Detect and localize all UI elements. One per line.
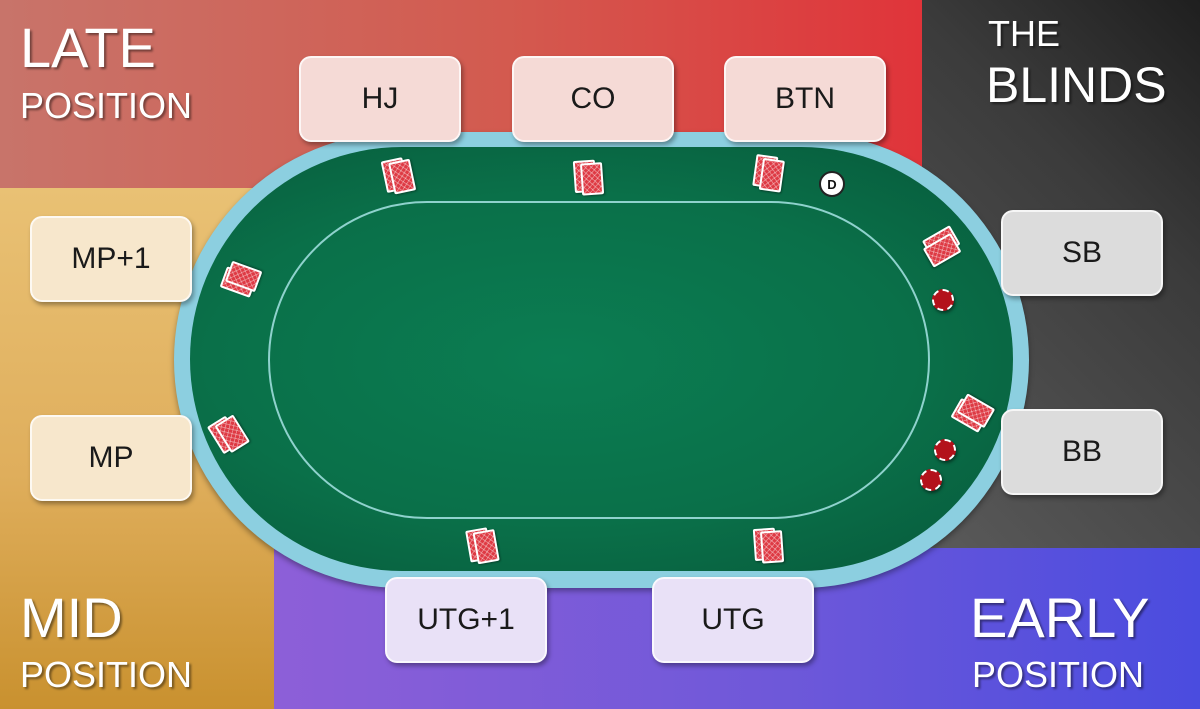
seat-utg1: UTG+1 xyxy=(385,577,547,663)
seat-sb: SB xyxy=(1001,210,1163,296)
card-back xyxy=(579,162,605,196)
seat-mp1: MP+1 xyxy=(30,216,192,302)
seat-mp: MP xyxy=(30,415,192,501)
blinds-title: THE xyxy=(988,13,1060,54)
mid-subtitle: POSITION xyxy=(20,654,193,695)
mid-title: MID xyxy=(20,586,123,649)
hole-cards-co xyxy=(569,157,612,200)
seat-co: CO xyxy=(512,56,674,142)
chip-sb xyxy=(932,289,954,311)
early-subtitle: POSITION xyxy=(972,654,1145,695)
blinds-subtitle: BLINDS xyxy=(986,57,1167,113)
late-title: LATE xyxy=(20,16,156,79)
card-back xyxy=(758,157,785,193)
seat-hj: HJ xyxy=(299,56,461,142)
card-back xyxy=(759,530,785,564)
hole-cards-utg1 xyxy=(461,523,507,569)
seat-bb: BB xyxy=(1001,409,1163,495)
seat-utg: UTG xyxy=(652,577,814,663)
hole-cards-hj xyxy=(376,152,423,199)
seat-btn: BTN xyxy=(724,56,886,142)
table-betting-line xyxy=(268,201,930,519)
early-title: EARLY xyxy=(970,586,1150,649)
hole-cards-btn xyxy=(747,151,792,196)
late-subtitle: POSITION xyxy=(20,85,193,126)
hole-cards-utg xyxy=(749,525,792,568)
chip-bb-2 xyxy=(920,469,942,491)
card-back xyxy=(472,528,500,565)
dealer-button: D xyxy=(819,171,845,197)
chip-bb-1 xyxy=(934,439,956,461)
